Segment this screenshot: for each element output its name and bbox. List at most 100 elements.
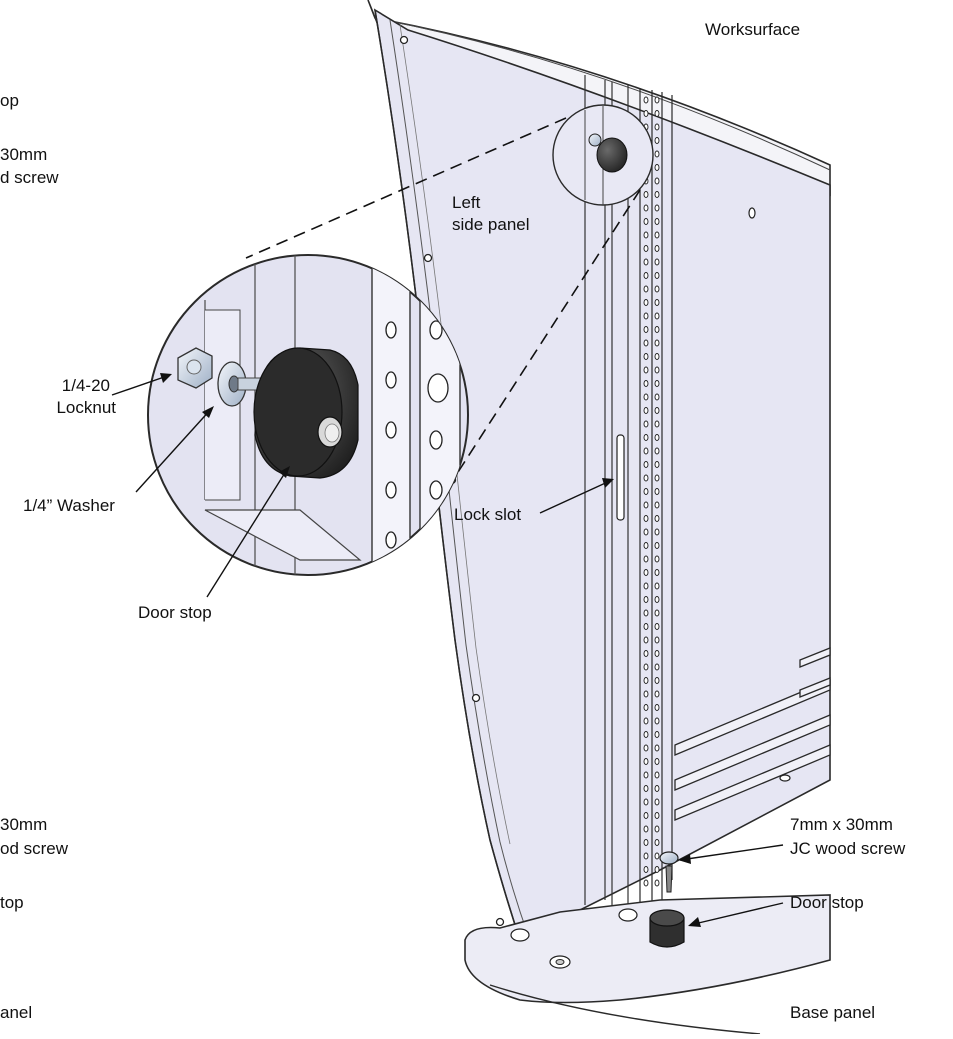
rail-hole <box>654 609 660 617</box>
rail-hole <box>654 569 660 576</box>
rail-hole <box>643 812 649 819</box>
rail-hole <box>654 717 660 725</box>
rail-hole <box>654 353 660 360</box>
rail-hole <box>654 690 660 698</box>
rail-hole <box>643 690 649 698</box>
rail-hole <box>654 879 660 887</box>
rail-hole <box>643 218 649 225</box>
detail-view <box>147 254 469 576</box>
rail-hole <box>643 731 649 738</box>
rail-hole <box>643 474 649 482</box>
rail-hole <box>643 434 649 441</box>
rail-hole <box>654 677 660 684</box>
rail-hole <box>643 866 649 873</box>
rail-hole <box>643 704 649 711</box>
rail-hole <box>643 569 649 576</box>
rail-hole <box>654 218 660 225</box>
washer <box>217 361 263 407</box>
rail-hole <box>643 420 649 428</box>
rail-hole <box>654 488 660 495</box>
label-locknut-line1: 1/4-20 <box>61 376 110 395</box>
leader-locknut <box>111 374 171 396</box>
rail-hole <box>654 123 660 131</box>
rail-hole <box>654 555 660 563</box>
rail-hole <box>654 339 660 347</box>
rail-hole <box>654 866 660 873</box>
label-screw-right-line1: 7mm x 30mm <box>790 815 893 834</box>
rail-hole <box>643 798 649 806</box>
rail-hole <box>643 461 649 468</box>
label-fragment-bottom-2: od screw <box>0 839 69 858</box>
rail-hole <box>654 245 660 252</box>
rail-hole <box>643 596 649 603</box>
rail-hole <box>654 731 660 738</box>
rail-hole <box>643 528 649 536</box>
rail-hole <box>643 258 649 266</box>
rail-hole <box>643 312 649 320</box>
rail-hole <box>643 663 649 671</box>
rail-hole <box>654 204 660 212</box>
label-fragment-top-2: 30mm <box>0 145 48 164</box>
rail-hole <box>654 528 660 536</box>
label-locknut-line2: Locknut <box>56 398 116 417</box>
rail-hole <box>643 285 649 293</box>
detail-origin-circle <box>552 104 654 206</box>
label-fragment-bottom-3: top <box>0 893 24 912</box>
rail-holes <box>643 96 660 887</box>
rail-hole <box>654 650 660 657</box>
label-washer: 1/4” Washer <box>23 496 115 515</box>
rail-hole <box>643 110 649 117</box>
rail-hole <box>654 825 660 833</box>
rail-hole <box>643 488 649 495</box>
rail-hole <box>654 474 660 482</box>
rail-hole <box>643 231 649 239</box>
rail-hole <box>643 326 649 333</box>
leader-lock-slot <box>539 479 613 514</box>
vent-slots <box>674 647 831 821</box>
rail-hole <box>654 312 660 320</box>
rail-hole <box>654 501 660 509</box>
rail-hole <box>654 285 660 293</box>
rail-hole <box>654 96 660 104</box>
rail-hole <box>643 447 649 455</box>
rail-hole <box>654 623 660 630</box>
rail-hole <box>643 825 649 833</box>
label-base-panel-right: Base panel <box>790 1003 876 1022</box>
rail-hole <box>654 150 660 158</box>
rail-hole <box>643 636 649 644</box>
locknut <box>177 347 213 389</box>
rail-hole <box>654 299 660 306</box>
rail-hole <box>643 339 649 347</box>
rail-hole <box>643 272 649 279</box>
rail-hole <box>643 542 649 549</box>
rail-hole <box>654 515 660 522</box>
rail-hole <box>643 771 649 779</box>
label-left-side-panel-line2: side panel <box>452 215 530 234</box>
rail-hole <box>643 366 649 374</box>
label-left-side-panel-line1: Left <box>452 193 481 212</box>
rail-hole <box>643 582 649 590</box>
rail-hole <box>654 744 660 752</box>
rail-hole <box>643 407 649 414</box>
rail-hole <box>654 407 660 414</box>
rail-hole <box>643 204 649 212</box>
rail-hole <box>643 191 649 198</box>
leader-door-stop <box>206 467 289 598</box>
bottom-hardware <box>649 851 685 948</box>
rail-hole <box>654 177 660 185</box>
rail-hole <box>643 353 649 360</box>
base-panel <box>464 894 831 1035</box>
rail-hole <box>654 366 660 374</box>
rail-hole <box>654 596 660 603</box>
rail-hole <box>654 839 660 846</box>
label-fragment-top-3: d screw <box>0 168 59 187</box>
rail-hole <box>643 717 649 725</box>
rail-hole <box>643 380 649 387</box>
rail-hole <box>643 677 649 684</box>
rail-hole <box>654 704 660 711</box>
left-side-panel <box>373 8 831 942</box>
rail-hole <box>643 650 649 657</box>
rail-hole <box>643 623 649 630</box>
rail-hole <box>643 785 649 792</box>
